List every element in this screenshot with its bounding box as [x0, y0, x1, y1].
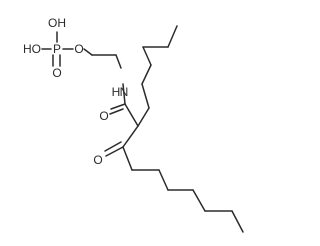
bond-amide-co — [110, 103, 126, 110]
bond-octyl-1 — [122, 146, 133, 171]
bond-octyl-5 — [192, 189, 206, 212]
atom-label-amide-oxo: O — [99, 109, 108, 123]
bond-hexyl-2 — [141, 83, 150, 109]
bond-octyl-7 — [231, 210, 244, 233]
atom-label-phosphorus: P — [53, 42, 61, 56]
bond-amide-co-double — [109, 108, 124, 115]
atom-label-phosphate-oxo: O — [52, 66, 61, 80]
bond-lines — [41, 25, 244, 233]
atom-label-ho-left: HO — [23, 42, 41, 56]
bond-octyl-3 — [158, 169, 169, 191]
bond-ketone-co-double — [104, 141, 122, 152]
bond-o-ch2 — [83, 48, 93, 56]
bond-alpha-ketone — [122, 125, 139, 148]
molecule-structure: OH HO P O O H N O O — [23, 16, 244, 233]
atom-label-ester-oxygen: O — [74, 42, 83, 56]
bond-hexyl-4 — [142, 46, 152, 66]
bond-hexyl-3 — [141, 64, 152, 85]
atom-label-amide-h: H — [112, 85, 121, 99]
atom-label-ketone-oxo: O — [93, 153, 102, 167]
bond-n-carbonyl — [122, 83, 126, 105]
atom-label-amide-nh: N — [120, 85, 129, 99]
bond-ch2-n — [115, 54, 122, 69]
bond-hexyl-6 — [167, 25, 178, 48]
atom-labels: OH HO P O O H N O O — [23, 16, 128, 167]
atom-label-oh-top: OH — [48, 16, 66, 30]
bond-ketone-co — [105, 146, 124, 157]
bond-carbonyl-alpha — [124, 103, 139, 127]
bond-hexyl-1 — [137, 107, 150, 127]
